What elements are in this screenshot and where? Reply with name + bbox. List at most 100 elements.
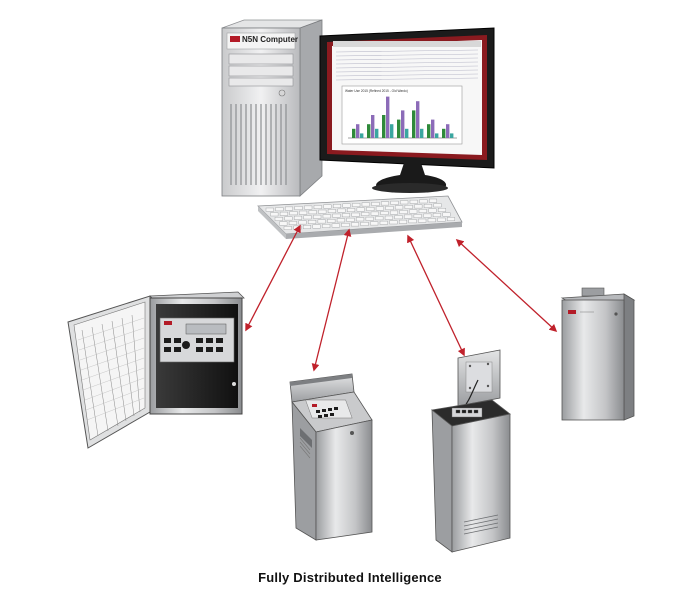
keyboard-key: [408, 219, 417, 224]
keyboard-key: [342, 213, 351, 218]
keyboard-key: [304, 205, 313, 210]
keyboard-key: [385, 206, 394, 210]
computer-brand-label: N5N Computer: [242, 35, 298, 44]
keyboard-key: [318, 209, 327, 214]
keyboard-key: [288, 221, 297, 225]
keyboard-key: [289, 211, 298, 216]
keyboard-key: [333, 204, 342, 208]
keyboard-key: [323, 204, 332, 209]
chart-bar: [367, 124, 371, 138]
keyboard-key: [303, 225, 312, 229]
monitor-stand: [376, 160, 447, 190]
keyboard-key: [371, 201, 380, 206]
arrow-to-wall-enclosure: [245, 224, 301, 332]
keyboard-key: [423, 203, 432, 208]
keyboard-key: [409, 199, 418, 204]
keyboard-key: [433, 203, 442, 208]
keyboard-key: [447, 217, 456, 221]
keyboard-key: [351, 222, 360, 227]
keyboard-key: [279, 211, 288, 216]
chart-bar: [431, 119, 435, 138]
side-vent: [299, 437, 311, 459]
chart-bar: [446, 124, 450, 138]
chart-bar: [442, 128, 446, 138]
brand-logo: [164, 321, 172, 325]
keyboard: [257, 195, 463, 239]
chart-bar: [382, 115, 386, 138]
keyboard-key: [400, 200, 409, 205]
door-hatching: [77, 317, 145, 421]
keyboard-key: [365, 216, 374, 221]
brand-logo: [230, 36, 240, 42]
keyboard-key: [313, 205, 322, 209]
connection-arrows: [245, 224, 558, 372]
chart-bar: [435, 133, 439, 138]
lid-screw-icon: [468, 364, 472, 368]
arrow-to-pedestal: [311, 228, 352, 372]
data-table-rows: [335, 49, 479, 81]
keyboard-key: [360, 221, 369, 226]
keyboard-key: [312, 224, 321, 229]
chart-bar: [420, 128, 424, 138]
keyboard-key: [336, 218, 345, 223]
keyboard-key: [423, 213, 432, 218]
chart-bar: [360, 133, 364, 138]
keyboard-key: [419, 199, 428, 204]
keyboard-key: [442, 212, 451, 217]
app-menubar: [333, 41, 481, 47]
drive-bay: [228, 65, 294, 77]
keyboard-key: [418, 209, 427, 213]
keyboard-key: [327, 209, 336, 213]
chart-bar: [352, 128, 356, 138]
keyboard-keys: [265, 198, 456, 230]
keyboard-key: [394, 215, 403, 220]
keyboard-key: [284, 216, 293, 221]
keyboard-key: [437, 217, 446, 222]
keyboard-key: [384, 215, 393, 220]
keyboard-key: [294, 206, 303, 210]
keyboard-key: [342, 203, 351, 208]
screen-bar-chart: [348, 96, 457, 139]
keyboard-key: [308, 219, 317, 224]
keyboard-key: [275, 207, 284, 212]
keyboard-key: [428, 208, 437, 213]
drive-bay: [228, 77, 294, 87]
keyboard-key: [390, 200, 399, 205]
figure-caption: Fully Distributed Intelligence: [258, 570, 442, 585]
door-lock-icon: [232, 382, 236, 386]
base-vent: [463, 514, 499, 535]
keyboard-key: [409, 209, 418, 214]
keypad-buttons: [316, 407, 338, 418]
lock-icon: [350, 431, 354, 435]
keyboard-key: [361, 202, 370, 207]
keyboard-key: [413, 214, 422, 218]
open-pedestal-satellite: [431, 349, 511, 553]
wall-mount-cabinet: [560, 287, 636, 421]
keyboard-key: [327, 218, 336, 223]
chart-bar: [427, 124, 431, 138]
keyboard-key: [270, 212, 279, 217]
chart-bar: [416, 101, 420, 138]
keyboard-key: [265, 207, 274, 212]
lock-icon: [614, 312, 618, 316]
keyboard-key: [375, 206, 384, 211]
keyboard-key: [375, 216, 384, 221]
keyboard-key: [381, 201, 390, 206]
keyboard-key: [356, 217, 365, 222]
keyboard-key: [274, 216, 283, 221]
keyboard-key: [308, 210, 317, 215]
keyboard-key: [332, 213, 341, 218]
keyboard-key: [429, 198, 438, 203]
keyboard-key: [366, 207, 375, 211]
chart-bar: [356, 124, 360, 138]
keyboard-key: [390, 210, 399, 215]
keyboard-key: [283, 226, 292, 230]
keyboard-key: [341, 222, 350, 227]
keyboard-key: [313, 214, 322, 219]
chart-bar: [401, 110, 405, 138]
keyboard-key: [380, 211, 389, 215]
keyboard-key: [356, 207, 365, 212]
chart-bar: [390, 124, 394, 138]
chart-bar: [375, 128, 379, 138]
